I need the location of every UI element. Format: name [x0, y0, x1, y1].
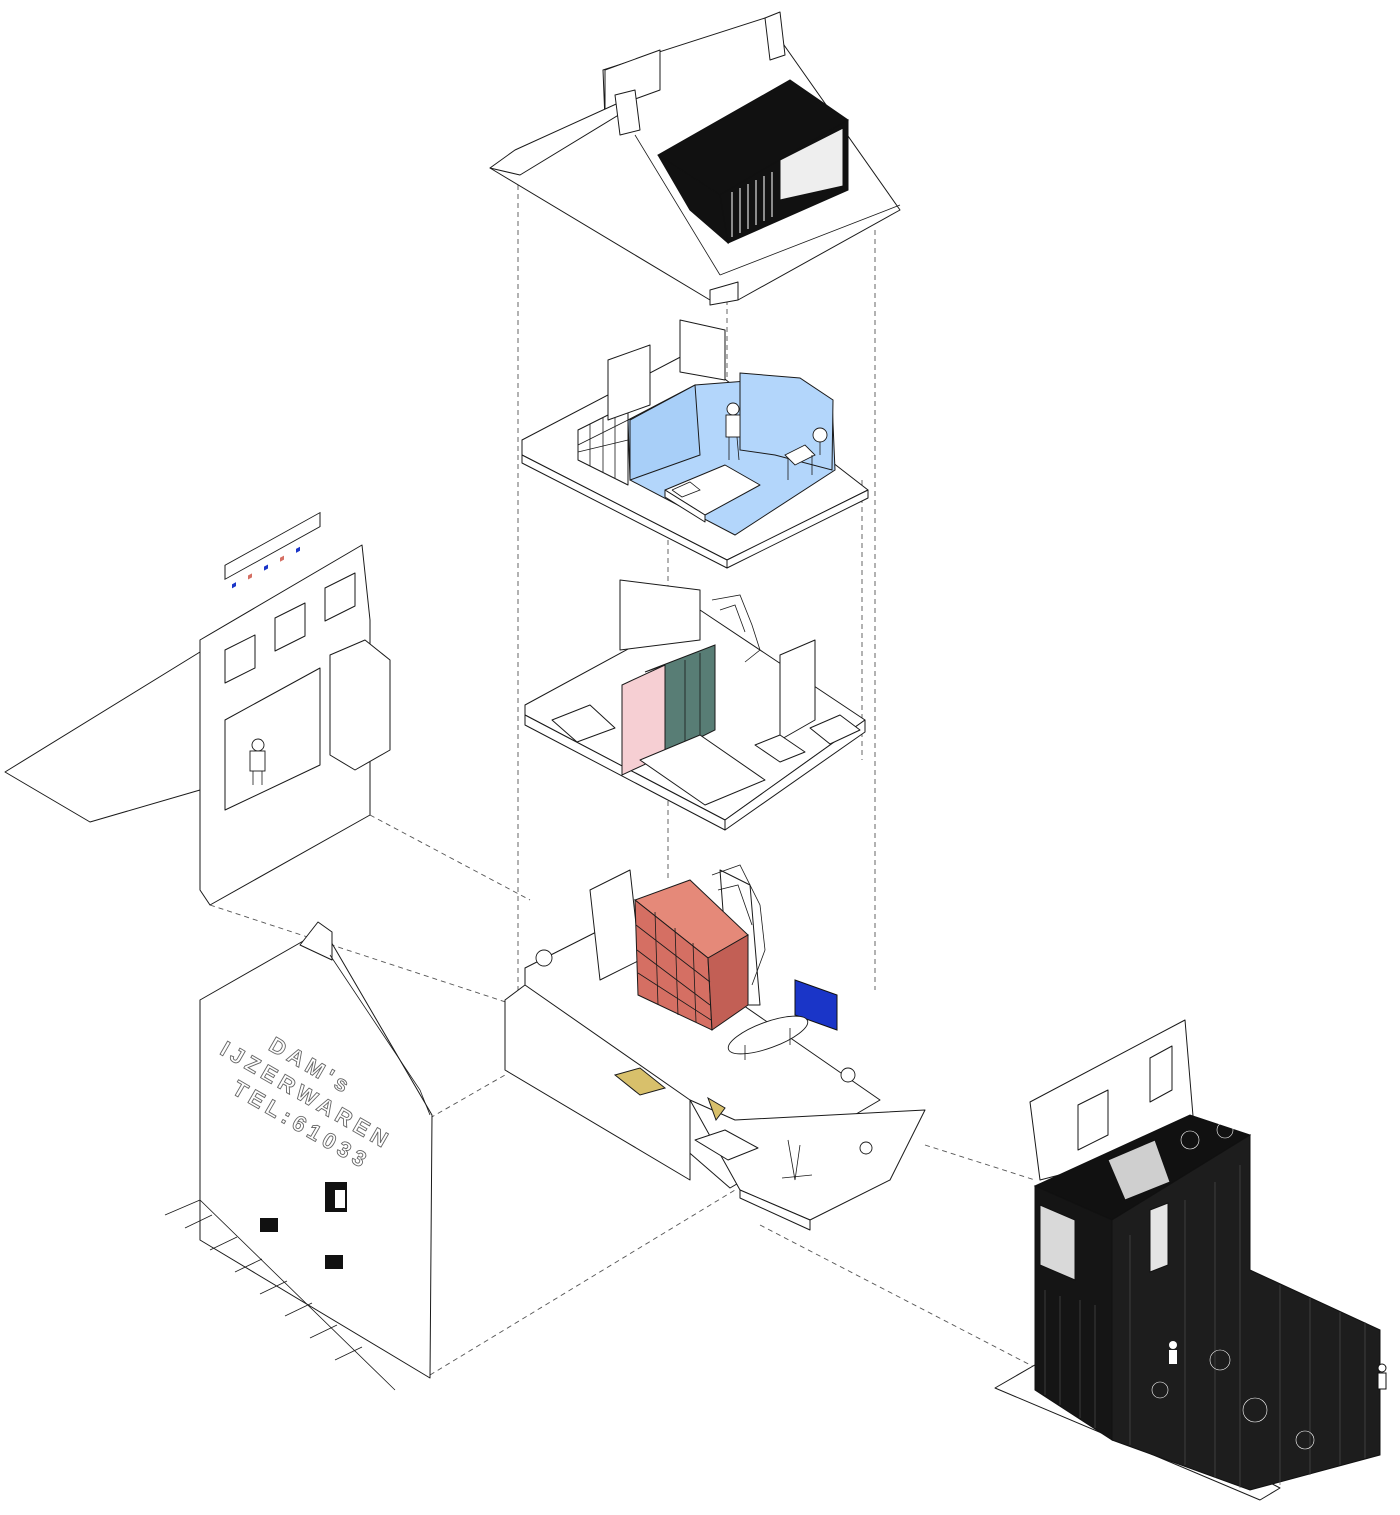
blue-shelf	[794, 979, 838, 1031]
upper-windows	[224, 572, 356, 684]
extension-window-mid	[1149, 1202, 1169, 1273]
chairs-and-plant	[784, 427, 828, 480]
street-facade-shopfront	[4, 511, 391, 906]
standing-figure	[725, 402, 741, 461]
dormer-window-bars	[731, 172, 773, 237]
rear-upper-windows	[1077, 1045, 1173, 1151]
tiled-frieze	[224, 511, 321, 589]
gable-vent-lower	[325, 1255, 343, 1269]
garden-plants	[1151, 1121, 1315, 1450]
extension-front-face	[1111, 1134, 1381, 1491]
skylight	[1107, 1139, 1171, 1201]
gable-vent-left	[260, 1218, 278, 1232]
cladding-lines	[1044, 1165, 1366, 1488]
pedestrian-figure	[249, 738, 266, 785]
roof-with-dormer	[489, 11, 901, 306]
ochre-steps-left	[613, 1067, 667, 1096]
top-floor-bedroom	[521, 319, 869, 569]
ochre-steps-right	[707, 1096, 726, 1122]
ground-floor-living	[504, 864, 926, 1231]
extension-window-left	[1039, 1204, 1076, 1281]
side-steps	[164, 1199, 396, 1391]
first-floor-bedrooms	[524, 579, 866, 831]
rear-extension-with-garden	[994, 1019, 1387, 1501]
garden-figures	[1169, 1341, 1387, 1390]
side-gable-wall: DAM's IJZERWAREN TEL:61033	[164, 921, 433, 1391]
